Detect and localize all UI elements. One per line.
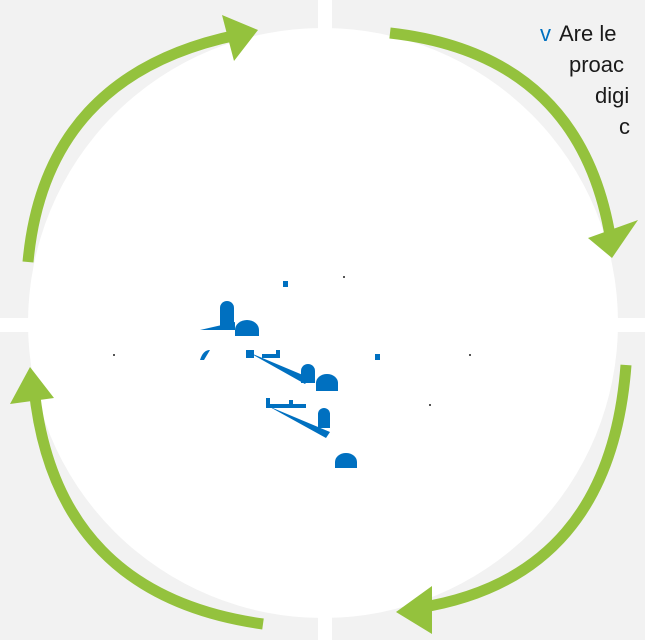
fragment-dot: [283, 281, 288, 287]
fragment-glyph: [289, 400, 293, 406]
glyph-fragments: [200, 281, 380, 468]
fragment-glyph: [248, 352, 310, 384]
bullet-icon: v: [540, 21, 551, 46]
callout-line-4: c: [619, 114, 630, 139]
fragment-glyph: [276, 350, 280, 358]
bottom-right-arrow-icon: [396, 364, 632, 634]
fragment-glyph: [268, 406, 330, 438]
fragment-glyph: [262, 354, 280, 358]
center-circle: [28, 28, 618, 618]
fragment-glyph: [200, 322, 235, 330]
bottom-left-arrow-icon: [10, 367, 264, 630]
fragment-glyph: [318, 408, 330, 428]
callout-line-2: proac: [569, 52, 625, 77]
callout-line-3: digi: [595, 83, 630, 108]
fragment-glyph: [246, 350, 254, 358]
top-right-arrow-icon: [389, 27, 638, 258]
fragment-glyph: [200, 350, 210, 360]
speck-marks: [113, 276, 471, 406]
fragment-glyph: [301, 364, 315, 383]
fragment-glyph: [220, 301, 234, 326]
fragment-glyph: [235, 320, 259, 336]
fragment-glyph: [335, 453, 357, 468]
fragment-glyph: [316, 374, 338, 391]
fragment-glyph: [266, 398, 270, 408]
fragment-dot: [375, 354, 380, 360]
top-left-arrow-icon: [22, 15, 258, 263]
fragment-glyph: [266, 404, 306, 408]
